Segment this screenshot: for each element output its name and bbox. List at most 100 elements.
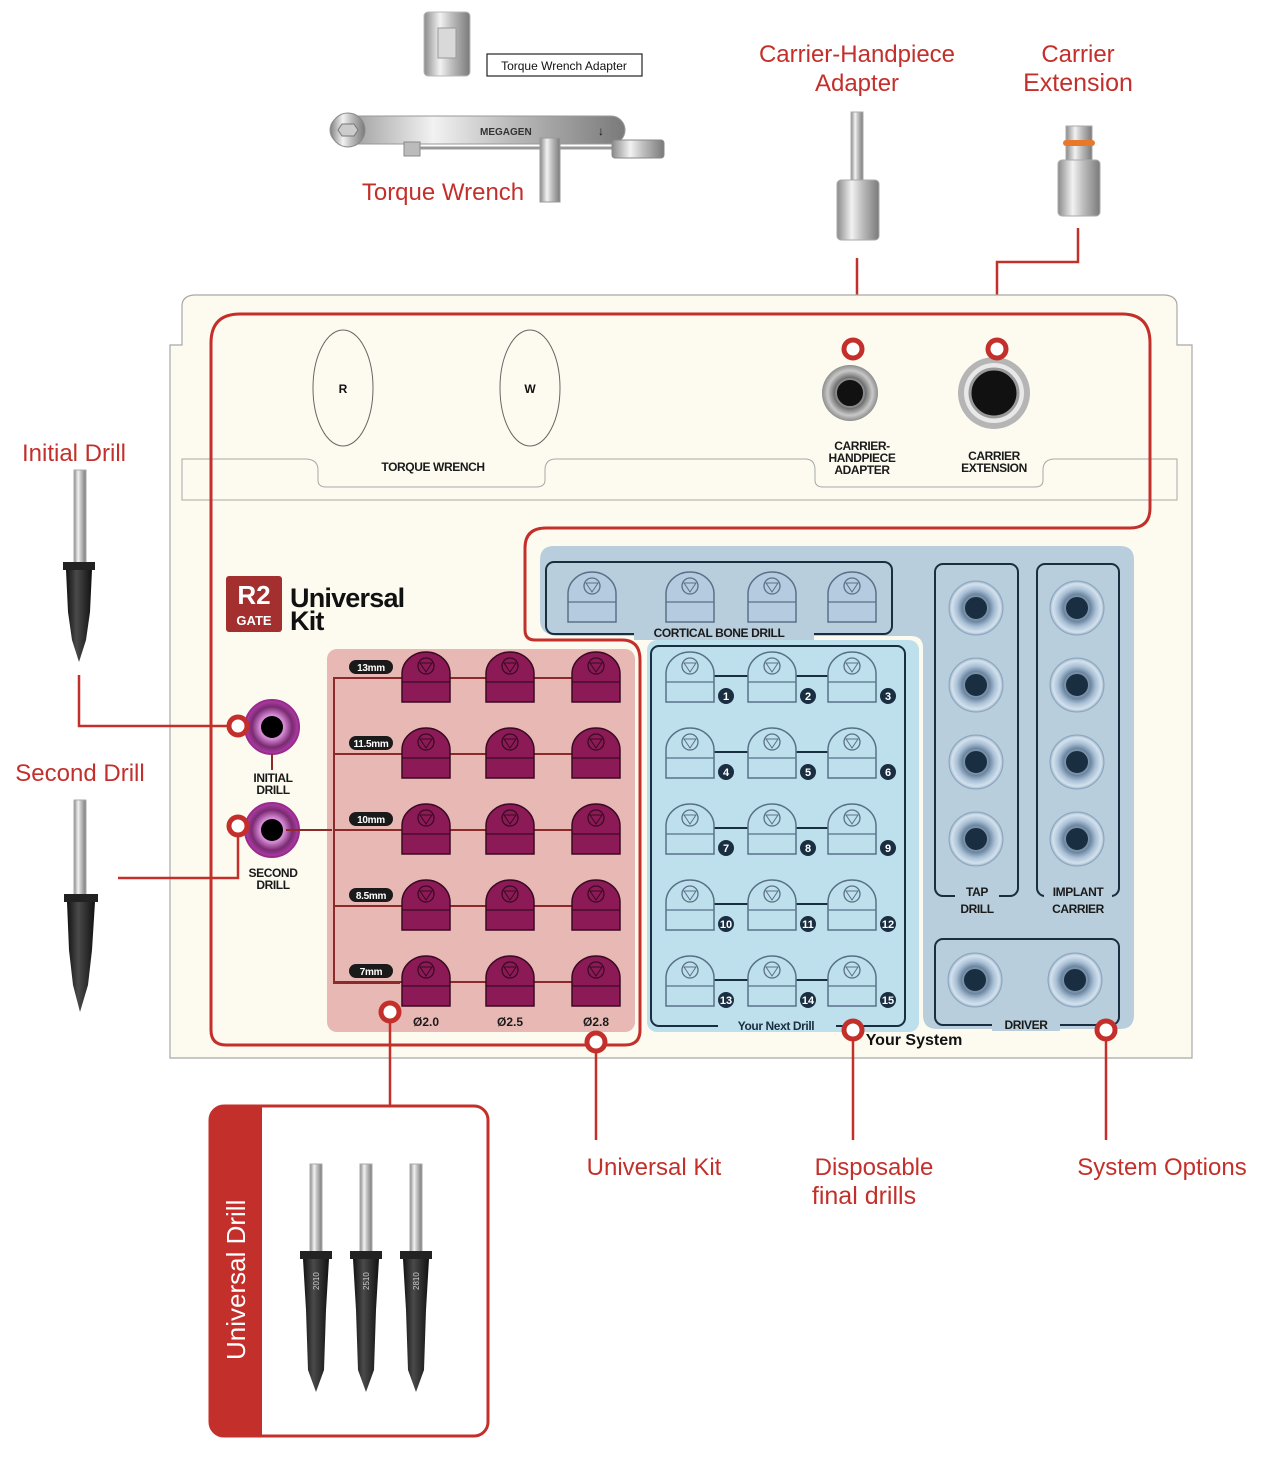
universal-drill-slot: [571, 651, 621, 703]
svg-text:10: 10: [720, 919, 732, 931]
next-drill-slot: [827, 879, 877, 931]
carrier-handpiece-label-3: ADAPTER: [834, 463, 890, 477]
svg-text:3: 3: [885, 691, 891, 703]
tap-drill-socket: [948, 811, 1004, 867]
tap-drill-label-1: TAP: [966, 885, 988, 899]
torque-slot-w-label: W: [524, 382, 536, 396]
marker-second-drill: [226, 814, 250, 838]
universal-drill-image: 2510: [350, 1163, 382, 1392]
initial-drill-socket: [244, 699, 300, 755]
next-drill-slot: [747, 803, 797, 855]
next-drill-slot: [747, 651, 797, 703]
second-drill-label-2: DRILL: [256, 878, 289, 892]
universal-drill-slot: [485, 727, 535, 779]
initial-drill-callout: Initial Drill: [22, 440, 126, 467]
drill-engraving: 2010: [312, 1272, 321, 1290]
cortical-slot: [665, 571, 715, 623]
arrow-down-icon: ↓: [598, 124, 604, 138]
svg-text:1: 1: [723, 691, 729, 703]
cortical-bone-drill-label: CORTICAL BONE DRILL: [654, 626, 785, 640]
svg-text:8: 8: [805, 843, 811, 855]
next-drill-slot: [827, 651, 877, 703]
next-drill-slot: [747, 879, 797, 931]
svg-text:7: 7: [723, 843, 729, 855]
carrier-extension-callout-line1: Carrier: [1041, 41, 1114, 68]
next-drill-slot: [747, 955, 797, 1007]
driver-socket: [1047, 952, 1103, 1008]
length-pill: 8.5mm: [349, 888, 393, 902]
driver-label: DRIVER: [1005, 1018, 1049, 1032]
callout-connectors: [77, 675, 1108, 1140]
next-drill-slot: [665, 727, 715, 779]
length-label: 8.5mm: [356, 891, 387, 902]
tap-drill-sockets: [948, 580, 1004, 867]
cortical-slot: [747, 571, 797, 623]
carrier-extension-label-2: EXTENSION: [961, 461, 1027, 475]
tap-drill-socket: [948, 580, 1004, 636]
drill-number-badge: 11: [800, 916, 816, 932]
implant-carrier-socket: [1049, 811, 1105, 867]
implant-carrier-socket: [1049, 580, 1105, 636]
svg-text:12: 12: [882, 919, 894, 931]
length-label: 11.5mm: [354, 739, 389, 750]
marker-universal-kit: [584, 1030, 608, 1054]
marker-disposable-drills: [841, 1018, 865, 1042]
carrier-extension-label-1: CARRIER: [968, 449, 1021, 463]
svg-text:6: 6: [885, 767, 891, 779]
tap-drill-label-2: DRILL: [960, 902, 993, 916]
your-system-label: Your System: [866, 1032, 963, 1049]
system-options-callout: System Options: [1077, 1154, 1246, 1181]
drill-number-badge: 3: [880, 688, 896, 704]
carrier-extension-socket: [958, 357, 1030, 429]
torque-wrench-image: MEGAGEN ↓: [329, 112, 665, 203]
universal-drill-slot: [571, 803, 621, 855]
svg-text:13: 13: [720, 995, 732, 1007]
initial-drill-label-2: DRILL: [256, 783, 289, 797]
second-drill-image: [64, 799, 98, 1012]
torque-section-label: TORQUE WRENCH: [381, 460, 484, 474]
tap-drill-socket: [948, 734, 1004, 790]
carrier-handpiece-callout-line2: Adapter: [815, 70, 899, 97]
cortical-slot: [567, 571, 617, 623]
universal-drill-slot: [401, 955, 451, 1007]
torque-wrench-adapter-label: Torque Wrench Adapter: [501, 59, 627, 73]
callout-markers: [226, 337, 1118, 1054]
initial-drill-label-1: INITIAL: [253, 771, 292, 785]
length-label: 10mm: [357, 815, 385, 826]
svg-text:15: 15: [882, 995, 894, 1007]
length-label: 13mm: [357, 663, 385, 674]
universal-drill-slot: [571, 955, 621, 1007]
drill-engraving: 2510: [362, 1272, 371, 1290]
cortical-slots: [567, 571, 877, 623]
drill-number-badge: 8: [800, 840, 816, 856]
universal-drill-slot: [485, 879, 535, 931]
wrench-brand: MEGAGEN: [480, 127, 532, 138]
drill-number-badge: 14: [800, 992, 816, 1008]
next-drill-slot: [665, 879, 715, 931]
marker-carrier-extension: [985, 337, 1009, 361]
svg-text:9: 9: [885, 843, 891, 855]
length-pill: 10mm: [349, 812, 393, 826]
implant-carrier-sockets: [1049, 580, 1105, 867]
marker-carrier-handpiece: [841, 337, 865, 361]
logo-bottom-text: GATE: [236, 613, 271, 628]
next-drill-slot: [747, 727, 797, 779]
carrier-handpiece-adapter-image: [836, 111, 880, 241]
svg-text:5: 5: [805, 767, 811, 779]
drill-number-badge: 2: [800, 688, 816, 704]
carrier-handpiece-label-2: HANDPIECE: [828, 451, 895, 465]
universal-drill-slot: [485, 651, 535, 703]
tap-drill-socket: [948, 657, 1004, 713]
marker-universal-drill: [378, 1000, 402, 1024]
torque-wrench-callout: Torque Wrench: [362, 179, 524, 206]
cortical-slot: [827, 571, 877, 623]
universal-drill-slot: [571, 879, 621, 931]
next-drill-slot: [665, 803, 715, 855]
drill-number-badge: 12: [880, 916, 896, 932]
diameter-label: Ø2.8: [583, 1015, 609, 1029]
drill-number-badge: 7: [718, 840, 734, 856]
